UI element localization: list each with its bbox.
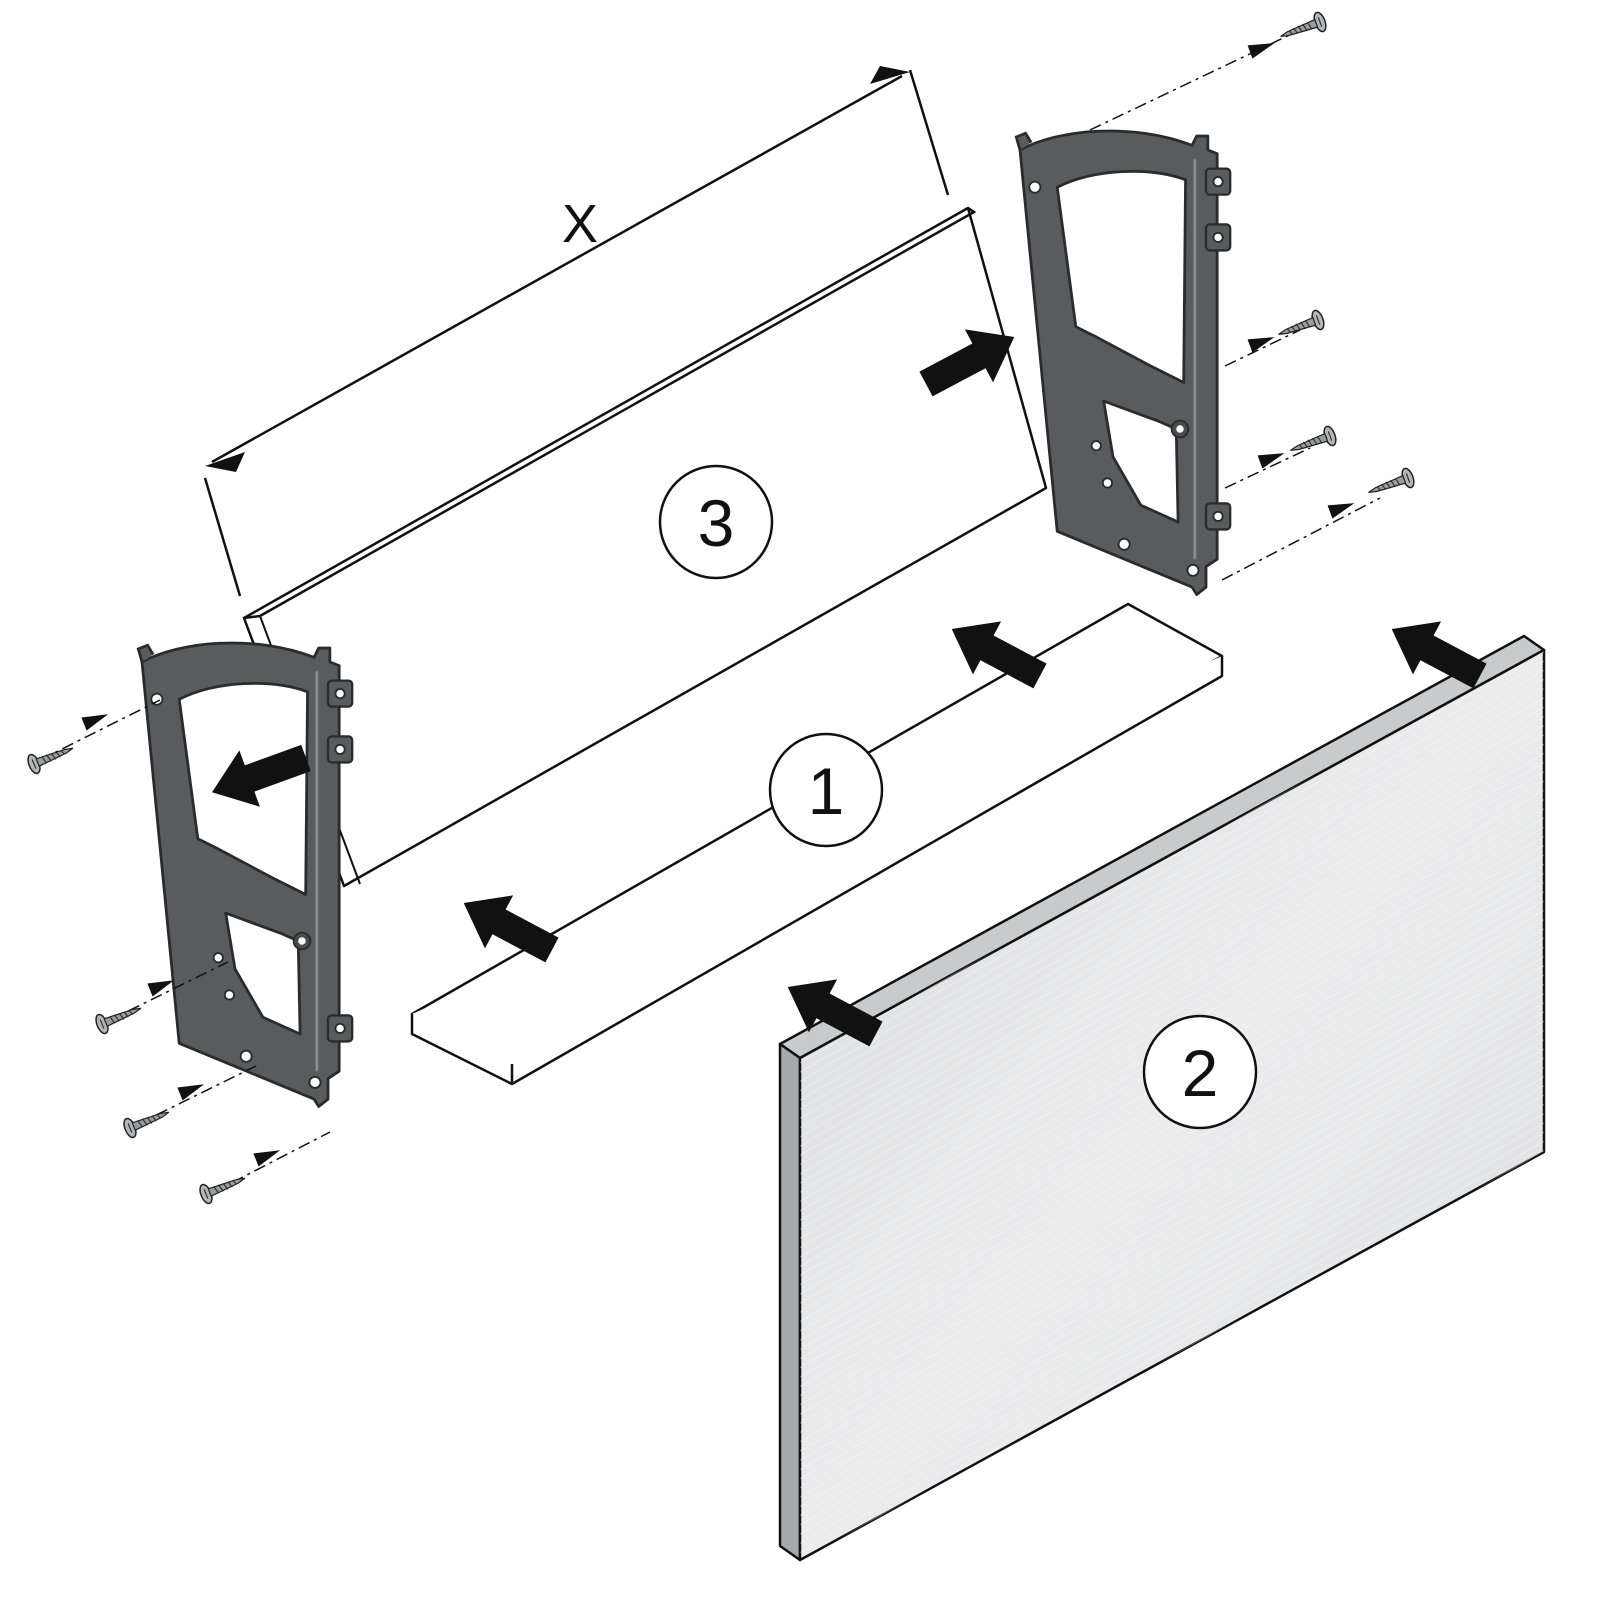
part-2-callout: 2 [1142,1014,1258,1130]
right-side-bracket [1014,129,1232,596]
front-panel: 2 [778,634,1546,1562]
dimension-x: X [203,66,950,597]
screw-pointer-icon [81,707,111,731]
part-1-callout: 1 [768,732,884,848]
screw-icon [24,738,78,776]
screw-pointer-icon [1327,496,1357,519]
part-3-label: 3 [698,486,735,560]
screw-icon [196,1168,250,1206]
left-bracket-screws [24,699,331,1206]
dimension-label: X [562,194,598,254]
screw-icon [1274,308,1327,345]
part-3-callout: 3 [658,464,774,580]
screw-icon [1364,466,1417,503]
screw-pointer-icon [1247,330,1277,353]
right-bracket-screws [1089,10,1417,581]
back-panel: 3 [242,206,1048,888]
screw-icon [1276,10,1329,47]
screw-pointer-icon [177,1077,207,1101]
bottom-panel: 1 [410,602,1224,1086]
screw-pointer-icon [253,1143,283,1167]
dimension-arrow-right-icon [870,66,910,84]
part-2-label: 2 [1182,1036,1219,1110]
left-side-bracket [136,641,354,1108]
screw-icon [120,1102,174,1140]
part-1-label: 1 [808,754,845,828]
dimension-arrow-left-icon [205,452,245,472]
screw-icon [92,998,146,1036]
screw-pointer-icon [1247,36,1277,59]
